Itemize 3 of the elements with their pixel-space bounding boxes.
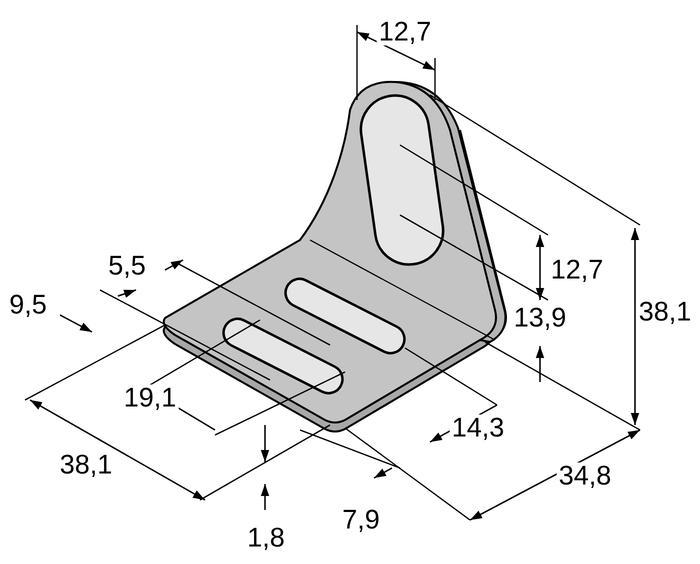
dimension-label: 14,3 — [450, 414, 506, 442]
dimension-label: 5,5 — [106, 252, 148, 280]
dimension-label: 34,8 — [556, 462, 614, 490]
